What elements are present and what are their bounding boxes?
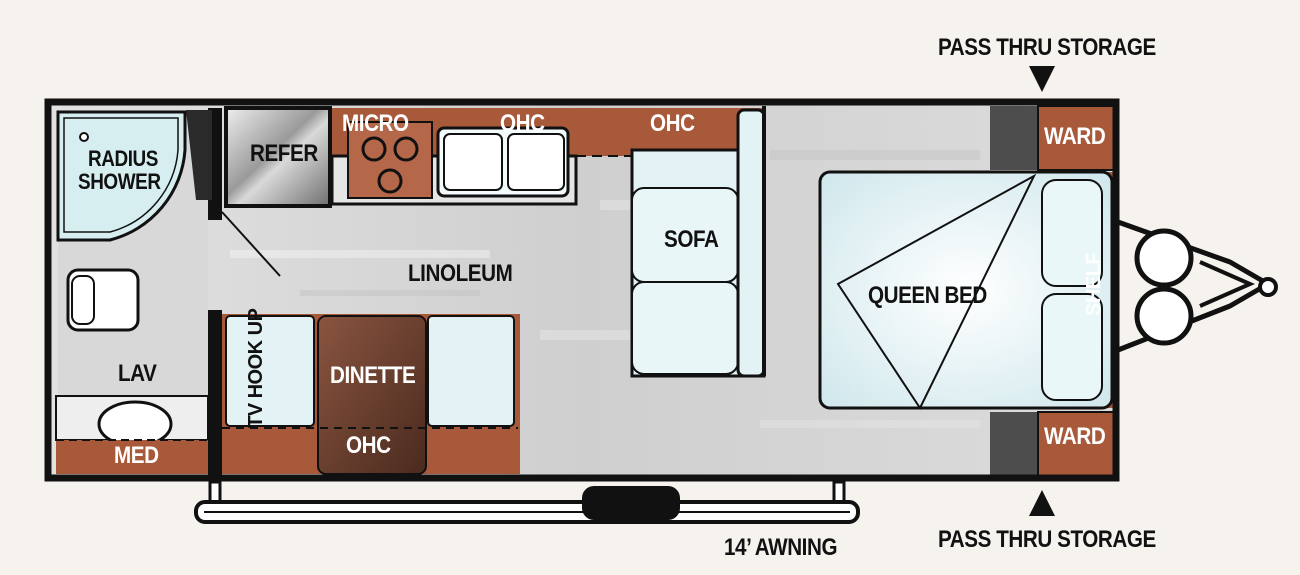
bath-wall-lower [208,310,222,478]
bath-door [221,211,281,277]
label-micro: MICRO [342,110,409,137]
label-linoleum: LINOLEUM [408,260,513,287]
label-tv-hook-up: TV HOOK UP [245,308,267,428]
label-med: MED [114,442,159,469]
arrow-down-icon [1029,66,1055,92]
arrow-up-icon [1029,490,1055,516]
pass-thru-storage-bottom [990,412,1038,476]
label-ward-bottom: WARD [1044,423,1106,450]
cooktop [347,121,433,199]
label-pass-thru-bottom: PASS THRU STORAGE [938,526,1156,553]
label-ohc-kitchen: OHC [500,110,545,137]
wardrobe-top [1037,105,1115,171]
awning [194,480,860,524]
label-radius: RADIUS [88,146,158,171]
label-sofa: SOFA [664,226,719,253]
wardrobe-bottom [1037,411,1115,477]
med-cabinet [56,440,211,474]
pillow-bottom [1041,293,1103,401]
label-lav: LAV [118,360,157,387]
label-ohc-sofa: OHC [650,110,695,137]
label-ohc-dinette: OHC [346,432,391,459]
bed-fold-lines [836,173,1037,411]
pillow-top [1041,179,1103,287]
label-queen-bed: QUEEN BED [868,282,987,309]
burner-icons [361,136,419,194]
label-awning: 14’ AWNING [724,534,838,561]
radius-shower [56,110,187,242]
label-shower: SHOWER [78,169,161,194]
dinette-seat-left [225,315,315,427]
refrigerator [224,106,332,208]
dinette-table [317,315,427,475]
drain-icon [79,132,89,142]
entry-step [582,486,680,520]
queen-bed [818,170,1114,410]
label-ward-top: WARD [1044,123,1106,150]
hitch [1117,219,1278,353]
label-dinette: DINETTE [330,362,416,389]
dinette-seat-right [427,315,515,427]
label-shelf: SHELF [1083,252,1105,316]
exterior-wall [44,98,1120,482]
pass-thru-storage-top [990,106,1038,170]
label-refer: REFER [250,140,318,167]
label-pass-thru-top: PASS THRU STORAGE [938,34,1156,61]
